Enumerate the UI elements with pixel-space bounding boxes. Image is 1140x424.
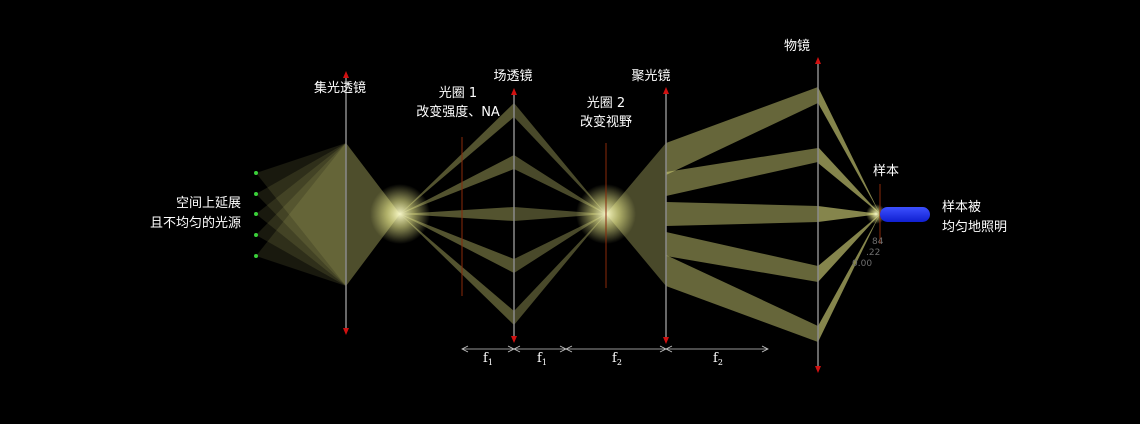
- field-lens-label: 场透镜: [493, 69, 532, 84]
- objective-lens-arrow-up: [815, 57, 821, 64]
- aperture-2-label: 光圈 2: [587, 96, 625, 111]
- beam-segment: [818, 214, 880, 282]
- aperture-1-label: 改变强度、NA: [416, 104, 500, 120]
- beam-segment: [514, 207, 606, 221]
- dimension-label-f2: f2: [713, 351, 723, 367]
- focal-glow-aperture1: [370, 184, 430, 244]
- field-lens-arrow-down: [511, 336, 517, 343]
- faint-readout: .22: [866, 248, 880, 258]
- beam-segment: [666, 148, 818, 196]
- aperture-2-label: 改变视野: [580, 114, 632, 130]
- beam-segment: [256, 143, 346, 286]
- objective-lens-arrow-down: [815, 366, 821, 373]
- beam-segment: [256, 143, 346, 286]
- focal-length-dimensions: [461, 345, 769, 353]
- beam-segment: [256, 143, 346, 286]
- collector-lens-label: 集光透镜: [314, 80, 366, 96]
- arrow-head: [461, 345, 469, 353]
- faint-readout: 84: [872, 237, 884, 247]
- beam-segment: [818, 147, 880, 214]
- faint-readouts: 84 .22 0.00: [852, 237, 884, 269]
- dimension-label-f1: f1: [483, 351, 493, 367]
- collector-lens-arrow-down: [343, 328, 349, 335]
- source-label: 且不均匀的光源: [150, 215, 241, 231]
- collector-lens: [343, 71, 349, 335]
- dimension-label-f2: f2: [612, 351, 622, 367]
- beam-segment: [514, 214, 606, 325]
- source-point: [254, 212, 258, 216]
- labels: 空间上延展 且不均匀的光源 集光透镜 光圈 1 改变强度、NA 场透镜 光圈 2…: [150, 39, 1007, 235]
- objective-lens: [815, 57, 821, 373]
- beam-segment: [400, 214, 514, 325]
- dimension-labels: f1 f1 f2 f2: [483, 351, 723, 367]
- source-point: [254, 233, 258, 237]
- beam-segment: [514, 103, 606, 214]
- beam-segment: [400, 103, 514, 214]
- beam-segment: [256, 143, 346, 286]
- beam-segment: [818, 87, 880, 214]
- condenser-lens-label: 聚光镜: [631, 69, 670, 84]
- beam-segment: [400, 207, 514, 221]
- illuminated-label: 样本被: [942, 200, 981, 215]
- sample-slide: [880, 207, 930, 222]
- condenser-lens-arrow-up: [663, 87, 669, 94]
- source-point: [254, 171, 258, 175]
- illuminated-label: 均匀地照明: [942, 220, 1007, 235]
- arrow-head: [565, 345, 573, 353]
- beam-segment: [666, 255, 818, 342]
- beam-segment: [256, 143, 346, 286]
- sample: [879, 184, 930, 244]
- lenses: [343, 57, 821, 373]
- objective-lens-label: 物镜: [784, 39, 810, 54]
- aperture-1-label: 光圈 1: [439, 86, 477, 101]
- light-beams: [256, 87, 880, 342]
- field-lens: [511, 88, 517, 343]
- condenser-lens-arrow-down: [663, 337, 669, 344]
- beam-segment: [666, 87, 818, 175]
- condenser-lens: [663, 87, 669, 344]
- arrow-head: [513, 345, 521, 353]
- dimension-label-f1: f1: [537, 351, 547, 367]
- field-lens-arrow-up: [511, 88, 517, 95]
- source-point: [254, 192, 258, 196]
- apertures: [461, 137, 607, 296]
- beam-segment: [818, 214, 880, 342]
- focal-glow-sample: [866, 204, 886, 224]
- source-point: [254, 254, 258, 258]
- beam-segment: [666, 232, 818, 282]
- light-source: [254, 171, 258, 258]
- faint-readout: 0.00: [852, 259, 872, 269]
- sample-label: 样本: [873, 164, 899, 179]
- beam-segment: [400, 155, 514, 214]
- beam-segment: [606, 143, 666, 286]
- collector-lens-arrow-up: [343, 71, 349, 78]
- source-label: 空间上延展: [176, 196, 241, 211]
- beam-segment: [666, 202, 818, 226]
- beam-segment: [818, 206, 880, 222]
- beam-segment: [400, 214, 514, 273]
- arrow-head: [761, 345, 769, 353]
- arrow-head: [665, 345, 673, 353]
